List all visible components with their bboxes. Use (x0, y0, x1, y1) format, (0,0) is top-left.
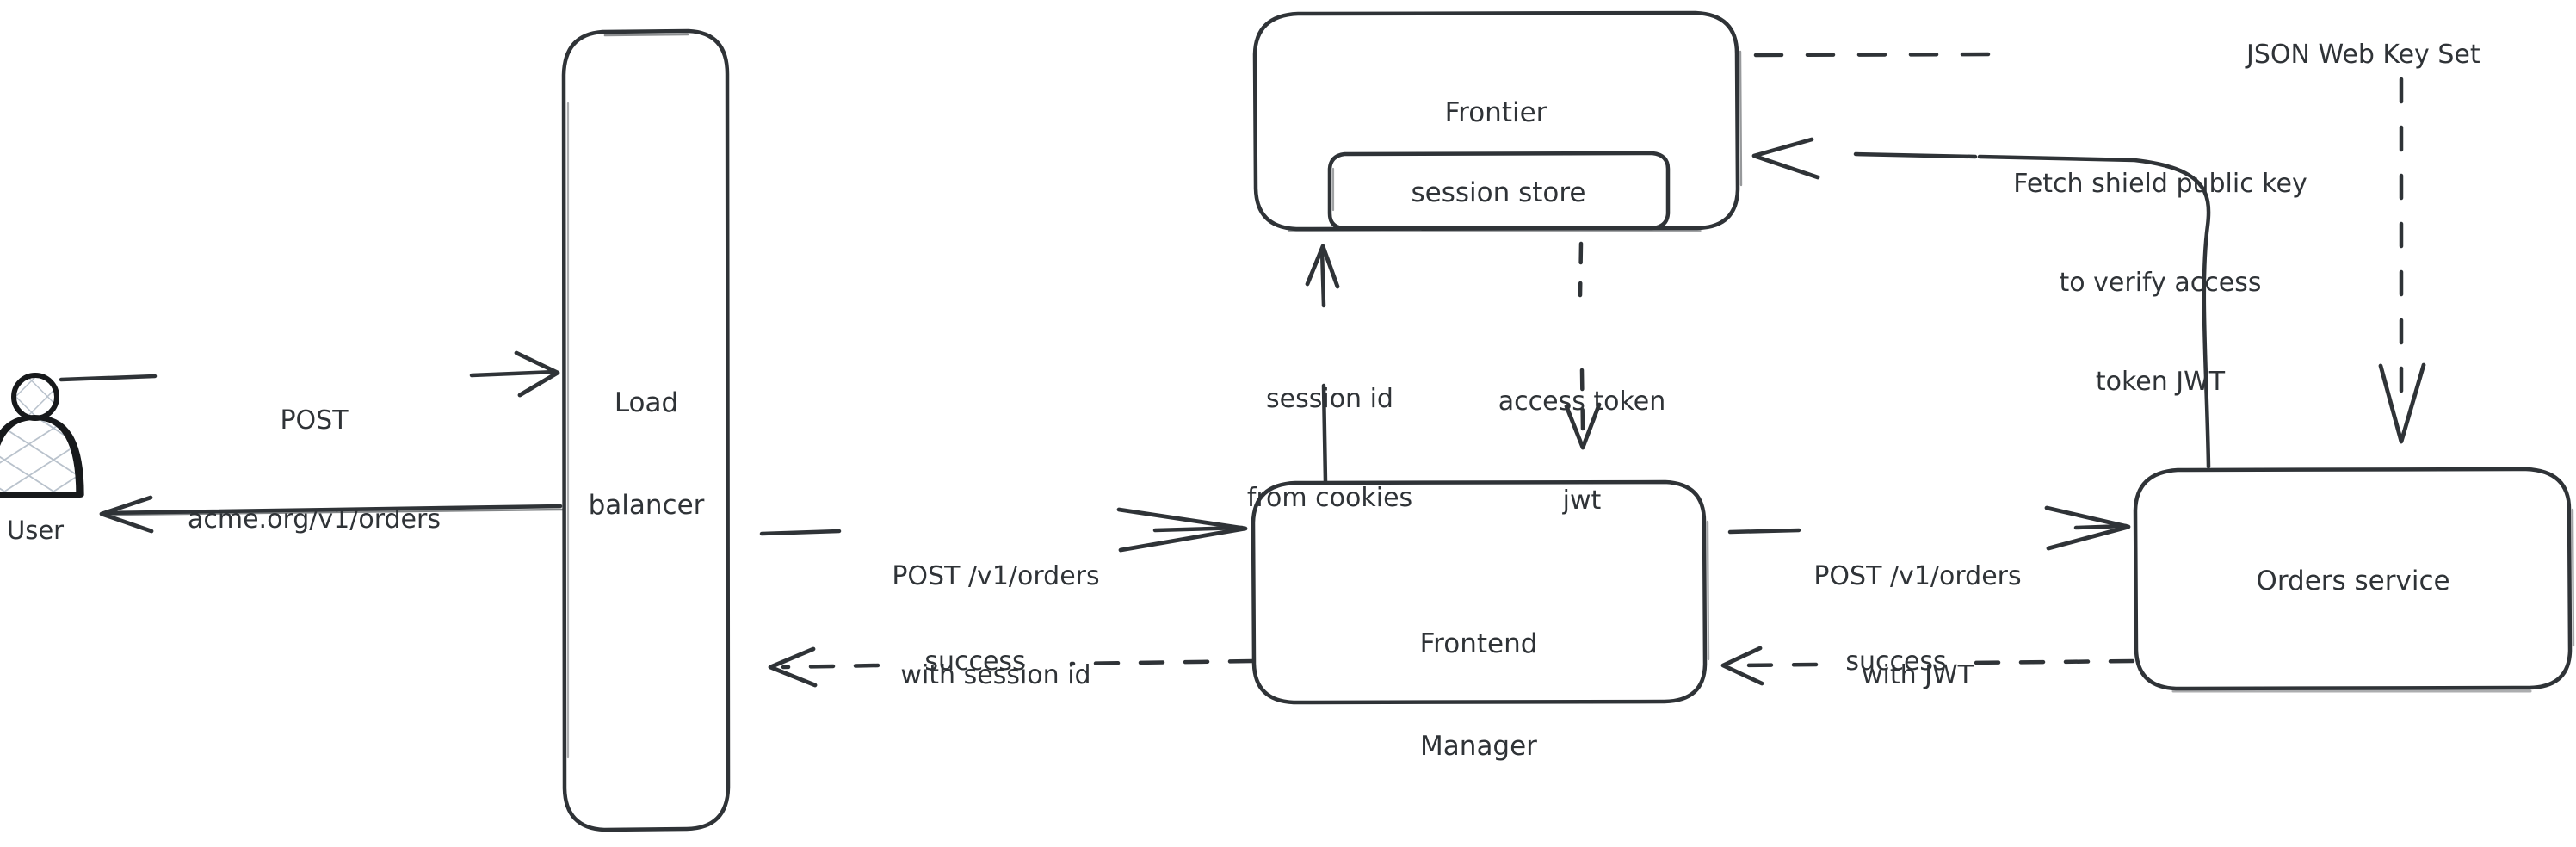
edge-orders-to-frontier (1751, 137, 2211, 469)
edge-jwks (1753, 52, 2426, 444)
frontend-manager-label-line1: Frontend (1419, 628, 1538, 660)
edge-user-to-lb (59, 350, 560, 398)
edge-label-orders-to-frontier-line2: to verify access (2059, 267, 2262, 298)
edge-fm-to-orders (1727, 505, 2131, 551)
edge-label-lb-to-fm: POST /v1/orders with session id (815, 494, 1177, 758)
edge-label-orders-to-frontier-line1: Fetch shield public key (2013, 168, 2307, 199)
frontier-label: Frontier (1444, 97, 1547, 128)
edge-label-user-to-lb-line1: POST (280, 405, 349, 436)
user-label: User (7, 516, 65, 545)
orders-service-label: Orders service (2256, 566, 2450, 597)
frontend-manager-label-line2: Manager (1420, 731, 1537, 763)
edge-fm-to-lb (768, 646, 1255, 688)
edge-label-fm-to-frontier-line2: from cookies (1246, 482, 1413, 513)
edge-lb-to-user (99, 495, 565, 534)
frontend-manager-label: Frontend Manager (1298, 560, 1659, 832)
edge-label-user-to-lb-line2: acme.org/v1/orders (188, 504, 441, 535)
edge-orders-to-fm (1720, 646, 2135, 686)
frontier-shape (1252, 10, 1743, 232)
edge-label-frontier-to-fm-line2: jwt (1562, 485, 1602, 516)
load-balancer-label-line2: balancer (588, 490, 705, 522)
edge-label-frontier-to-fm: access token jwt (1444, 319, 1720, 584)
edge-label-fm-to-frontier-line1: session id (1266, 383, 1393, 414)
edge-label-orders-to-frontier-line3: token JWT (2095, 367, 2226, 398)
edge-label-user-to-lb: POST acme.org/v1/orders (125, 338, 503, 603)
user-person-icon (0, 373, 84, 498)
edge-label-lb-to-fm-line1: POST /v1/orders (892, 560, 1100, 591)
session-store-label: session store (1411, 177, 1586, 208)
edge-label-orders-to-fm: success (1845, 646, 1947, 677)
edge-label-frontier-to-fm-line1: access token (1498, 386, 1666, 417)
edge-label-fm-to-lb: success (924, 646, 1026, 677)
edge-label-orders-to-frontier: Fetch shield public key to verify access… (1937, 102, 2384, 465)
load-balancer-label: Load balancer (552, 318, 741, 591)
edge-label-fm-to-orders-line2: with JWT (1861, 659, 1974, 690)
edge-label-fm-to-frontier: session id from cookies (1192, 317, 1467, 581)
edge-label-jwks: JSON Web Key Set (2246, 40, 2480, 70)
edge-label-fm-to-orders-line1: POST /v1/orders (1813, 560, 2022, 591)
orders-service-shape (2133, 467, 2575, 693)
session-store-shape (1327, 151, 1671, 231)
edge-lb-to-fm (759, 507, 1248, 553)
edge-label-fm-to-orders: POST /v1/orders with JWT (1737, 494, 2098, 758)
load-balancer-label-line1: Load (614, 387, 679, 419)
edge-frontier-to-fm (1564, 241, 1602, 450)
edge-label-lb-to-fm-line2: with session id (900, 659, 1091, 690)
frontend-manager-shape (1251, 479, 1710, 705)
edge-fm-to-frontier (1305, 244, 1340, 485)
load-balancer-shape (561, 28, 731, 832)
